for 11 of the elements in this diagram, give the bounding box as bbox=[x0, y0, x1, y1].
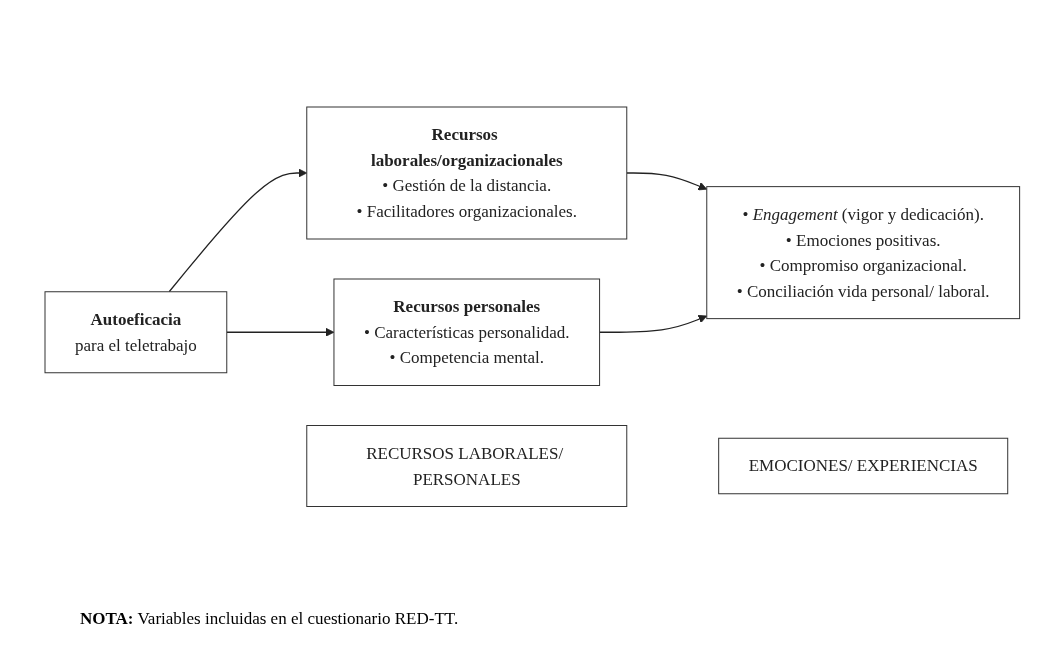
arrow bbox=[225, 327, 335, 337]
node-box: Recursos laborales/organizacionales • Gestión de la distancia. • Facilitadores organizacionales. bbox=[305, 106, 627, 240]
arrow bbox=[625, 172, 707, 191]
arrow bbox=[598, 314, 707, 333]
node-box: Autoeficacia para el teletrabajo bbox=[44, 291, 227, 373]
node-box: Recursos personales • Características personalidad. • Competencia mental. bbox=[333, 278, 600, 386]
node-box: EMOCIONES/ EXPERIENCIAS bbox=[717, 437, 1008, 494]
node-box: RECURSOS LABORALES/ PERSONALES bbox=[305, 424, 627, 507]
note-text: NOTA: Variables incluidas en el cuestionario RED-TT. bbox=[80, 609, 460, 629]
arrow bbox=[168, 168, 307, 293]
node-box: • Engagement (vigor y dedicación). • Emociones positivas. • Compromiso organizacional. • Conciliación vida personal/ laboral. bbox=[705, 185, 1020, 319]
